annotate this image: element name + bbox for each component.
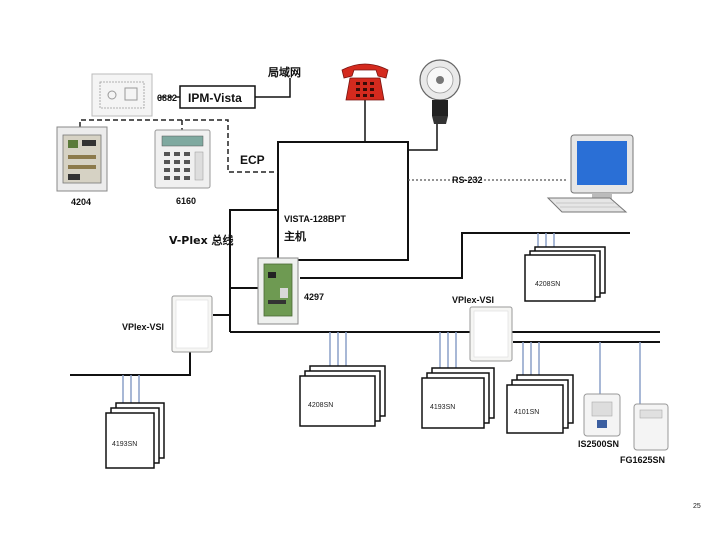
label-6160: 6160 [176, 196, 196, 206]
lan-label: 局域网 [267, 65, 301, 79]
panel-cn-label: 主机 [284, 229, 306, 243]
bus-left-lower [70, 345, 191, 376]
ipm-vista-label: IPM-Vista [188, 91, 242, 105]
lan-line [255, 78, 291, 98]
device-vplex-vsi-right [469, 306, 513, 362]
ipm-vista-box [179, 85, 256, 109]
device-4204 [56, 126, 108, 192]
label-4101sn: 4101SN [514, 409, 539, 416]
label-4204: 4204 [71, 197, 91, 207]
receiver-4208sn-top [524, 246, 606, 302]
panel-model-label: VISTA-128BPT [284, 214, 346, 224]
label-4297: 4297 [304, 292, 324, 302]
ecp-label: ECP [240, 153, 265, 167]
telephone-icon [341, 63, 389, 101]
label-4193sn-left: 4193SN [112, 441, 137, 448]
device-vplex-vsi-left [171, 295, 213, 353]
receiver-4193sn-mid [421, 367, 495, 429]
vplex-bus-label: V-Plex 总线 [169, 233, 234, 247]
siren-icon [419, 59, 461, 124]
label-is2500sn: IS2500SN [578, 439, 619, 449]
receiver-4193sn-left [105, 402, 165, 469]
label-4193sn-mid: 4193SN [430, 404, 455, 411]
label-vsi-left: VPlex-VSI [122, 322, 164, 332]
label-6882: 6882 [157, 93, 177, 103]
receiver-4101sn [506, 374, 574, 434]
label-vsi-right: VPlex-VSI [452, 295, 494, 305]
main-panel-box [277, 141, 409, 261]
receiver-4208sn-mid [299, 365, 386, 427]
bus-taps [122, 233, 641, 405]
computer-icon [546, 134, 634, 213]
device-6882 [91, 73, 153, 117]
siren-line [408, 115, 438, 151]
label-4208sn-mid: 4208SN [308, 402, 333, 409]
vplex-bus-trunk [229, 209, 278, 332]
page-number: 25 [693, 503, 701, 510]
connection-lines [70, 78, 660, 376]
device-4297 [257, 257, 299, 325]
label-fg1625sn: FG1625SN [620, 455, 665, 465]
device-fg1625sn [633, 403, 669, 451]
label-4208sn-top: 4208SN [535, 281, 560, 288]
rs232-label: RS-232 [452, 175, 483, 185]
device-6160-keypad [154, 129, 211, 189]
device-is2500sn [583, 393, 621, 437]
